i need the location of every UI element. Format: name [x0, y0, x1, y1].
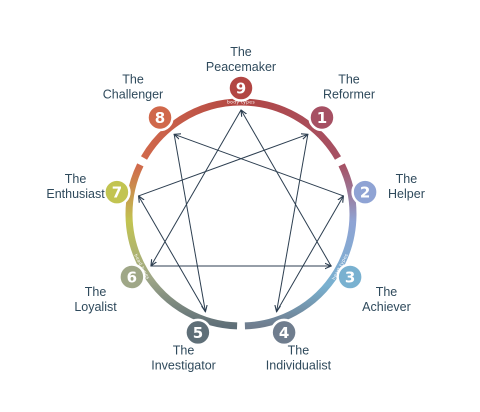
- type-2-badge: [351, 178, 379, 206]
- type-1-number: 1: [317, 109, 327, 127]
- type-7-number: 7: [112, 184, 122, 202]
- type-9-label-line1: The: [230, 45, 252, 59]
- type-6-badge: [118, 263, 146, 291]
- type-7-label-line2: Enthusiast: [46, 187, 105, 201]
- type-4-label-line2: Individualist: [266, 358, 332, 372]
- type-nodes: 1TheReformer2TheHelper3TheAchiever4TheIn…: [46, 45, 425, 372]
- arrow-1-to-4: [277, 134, 309, 311]
- type-7-badge: [103, 178, 131, 206]
- type-5-label-line1: The: [173, 343, 195, 357]
- type-8-number: 8: [155, 109, 165, 127]
- type-1-label-line1: The: [338, 72, 360, 86]
- type-8-badge: [146, 103, 174, 132]
- type-5-number: 5: [193, 324, 203, 342]
- arrow-2-to-8: [174, 134, 344, 197]
- arc-label-body: body types: [227, 100, 255, 106]
- type-9-badge: [227, 74, 255, 102]
- enneagram-ring: [125, 98, 357, 330]
- type-6-label-line1: The: [85, 285, 107, 299]
- ring-segment-head: [125, 163, 238, 330]
- ring-segment-body: [140, 98, 342, 160]
- ring-segment-heart: [244, 163, 357, 330]
- connection-arrows: [139, 110, 344, 312]
- type-3-label-line2: Achiever: [362, 300, 411, 314]
- type-5-badge: [184, 318, 212, 347]
- type-2-number: 2: [360, 184, 370, 202]
- type-6-label-line2: Loyalist: [74, 300, 117, 314]
- type-5-label-line2: Investigator: [151, 358, 216, 372]
- arrow-8-to-5: [173, 134, 205, 311]
- type-8-label-line1: The: [122, 72, 144, 86]
- arrow-9-to-6: [151, 109, 242, 266]
- arrow-7-to-1: [138, 134, 308, 197]
- type-9-number: 9: [236, 79, 246, 97]
- type-9-label-line2: Peacemaker: [206, 60, 276, 74]
- type-4-badge: [270, 318, 298, 347]
- arrow-4-to-2: [276, 196, 344, 312]
- arrow-5-to-7: [139, 196, 206, 312]
- type-7-label-line1: The: [65, 172, 87, 186]
- type-1-badge: [308, 103, 336, 132]
- type-8-label-line2: Challenger: [103, 87, 163, 101]
- type-3-badge: [336, 263, 364, 291]
- type-6-number: 6: [127, 268, 137, 286]
- type-3-label-line1: The: [376, 285, 398, 299]
- type-2-label-line1: The: [396, 172, 418, 186]
- type-2-label-line2: Helper: [388, 187, 425, 201]
- type-4-number: 4: [279, 324, 289, 342]
- type-1-label-line2: Reformer: [323, 87, 375, 101]
- type-3-number: 3: [345, 268, 355, 286]
- type-4-label-line1: The: [288, 343, 310, 357]
- arrow-3-to-9: [241, 110, 332, 267]
